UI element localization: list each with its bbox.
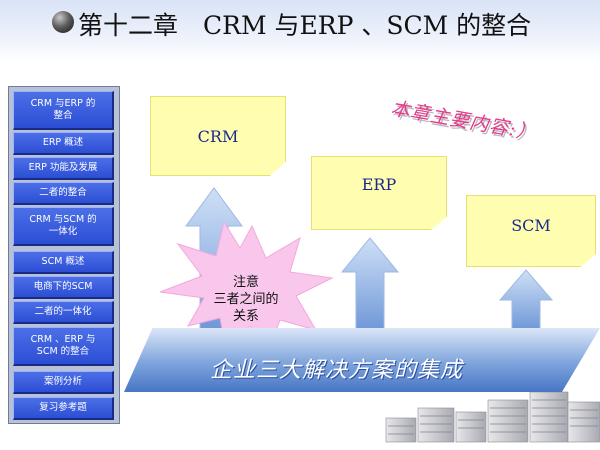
integration-base [124, 328, 600, 392]
nav-sidebar: CRM 与ERP 的 整合 ERP 概述 ERP 功能及发展 二者的整合 CRM… [8, 86, 120, 424]
scm-arrow [498, 269, 554, 331]
nav-both-integration[interactable]: 二者的整合 [13, 182, 114, 205]
star-note-line1: 注意 [232, 275, 259, 290]
erp-label: ERP [361, 175, 397, 194]
star-note-line3: 关系 [232, 309, 259, 324]
nav-both-unification[interactable]: 二者的一体化 [13, 301, 114, 324]
nav-erp-functions[interactable]: ERP 功能及发展 [13, 157, 114, 180]
nav-review-questions[interactable]: 复习参考题 [13, 397, 114, 420]
nav-case-analysis[interactable]: 案例分析 [13, 371, 114, 394]
slide-title: 第十二章 CRM 与ERP 、SCM 的整合 [78, 11, 532, 40]
nav-ecommerce-scm[interactable]: 电商下的SCM [13, 276, 114, 299]
erp-arrow [340, 237, 400, 331]
nav-scm-overview[interactable]: SCM 概述 [13, 251, 114, 274]
nav-crm-erp-scm-integration[interactable]: CRM 、ERP 与 SCM 的整合 [13, 327, 114, 366]
bullet-icon [52, 11, 74, 33]
scm-note: SCM [466, 195, 596, 267]
nav-crm-erp-integration[interactable]: CRM 与ERP 的 整合 [13, 91, 114, 130]
title-band [0, 0, 600, 62]
crm-note: CRM [150, 96, 286, 176]
scm-label: SCM [511, 216, 551, 235]
crm-label: CRM [197, 127, 239, 146]
city-buildings-image [385, 391, 600, 443]
nav-erp-overview[interactable]: ERP 概述 [13, 132, 114, 155]
integration-label: 企业三大解决方案的集成 [210, 358, 464, 383]
nav-crm-scm-unification[interactable]: CRM 与SCM 的 一体化 [13, 207, 114, 246]
erp-note: ERP [311, 156, 447, 230]
star-note: 注意 三者之间的 关系 [196, 274, 296, 325]
star-note-line2: 三者之间的 [213, 292, 279, 307]
